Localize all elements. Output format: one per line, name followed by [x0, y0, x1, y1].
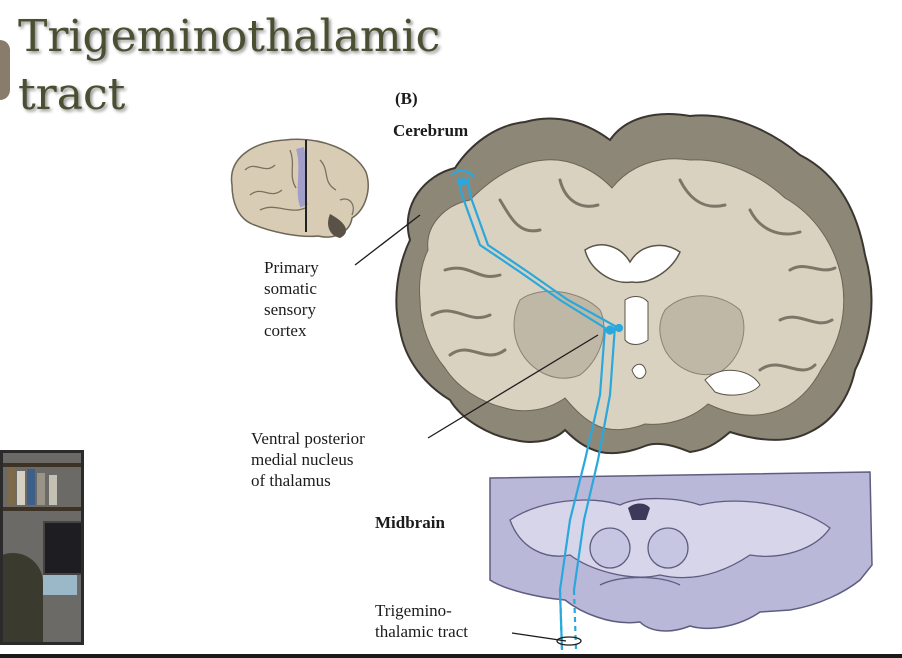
cortex-label-line: cortex	[264, 321, 307, 340]
book	[37, 473, 45, 505]
book	[27, 469, 35, 505]
thalamus-label-line: of thalamus	[251, 471, 331, 490]
laptop-screen	[43, 575, 77, 595]
midbrain-section	[489, 471, 873, 632]
leader-lines	[354, 214, 599, 646]
cortex-label-line: somatic	[264, 279, 317, 298]
trigeminothalamic-tract-path	[451, 169, 624, 651]
cortex-label-line: Primary	[264, 258, 319, 277]
cortex-label: Primary somatic sensory cortex	[264, 257, 319, 341]
bottom-border	[0, 654, 902, 658]
book	[17, 471, 25, 505]
slide-title-line2: tract	[18, 69, 126, 120]
tract-label: Trigemino- thalamic tract	[375, 600, 468, 642]
bookshelf	[3, 507, 81, 511]
panel-label: (B)	[395, 89, 418, 108]
presenter-video-thumbnail	[0, 450, 84, 645]
slide-title: Trigeminothalamic tract	[18, 8, 440, 124]
tract-label-line: Trigemino-	[375, 601, 452, 620]
slide-edge-decoration	[0, 40, 10, 100]
thalamus-label: Ventral posterior medial nucleus of thal…	[251, 428, 365, 491]
lateral-brain-icon	[230, 138, 369, 238]
cerebrum-coronal-section	[395, 113, 873, 455]
cerebrum-label: Cerebrum	[393, 121, 469, 140]
cortex-label-line: sensory	[264, 300, 316, 319]
thalamus-label-line: medial nucleus	[251, 450, 354, 469]
slide-title-line1: Trigeminothalamic	[18, 11, 441, 62]
thalamus-label-line: Ventral posterior	[251, 429, 365, 448]
midbrain-label: Midbrain	[375, 513, 445, 532]
monitor	[43, 521, 81, 575]
book	[7, 467, 15, 505]
book	[49, 475, 57, 505]
presenter	[3, 553, 43, 642]
bookshelf	[3, 463, 81, 467]
tract-label-line: thalamic tract	[375, 622, 468, 641]
